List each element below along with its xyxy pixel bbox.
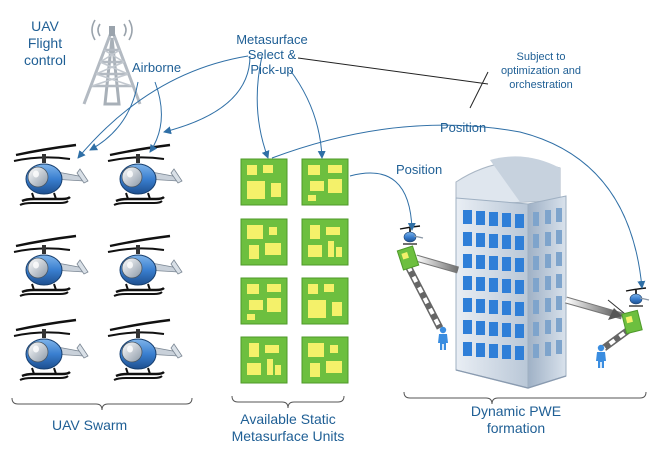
metasurface-tile-icon [240,218,288,266]
label-line: Metasurface Units [231,428,345,444]
label-line: Pick-up [250,62,294,77]
metasurface-tile-icon [301,218,349,266]
label-line: Metasurface [236,32,308,47]
metasurface-tile-icon [240,277,288,325]
deployed-metasurfaces [396,245,643,335]
metasurface-tile-icon [301,277,349,325]
subject-to-label: Subject to optimization and orchestratio… [486,50,596,92]
label-line: orchestration [509,79,573,91]
label-line: control [23,52,67,68]
helicopter-icon [106,143,184,207]
metasurface-units [240,158,349,384]
metasurface-tile-icon [240,158,288,206]
position-label-top: Position [440,120,487,135]
note-pointer-lines [297,57,489,109]
building-icon [455,156,567,389]
helicopter-icon [106,318,184,382]
helicopter-icon [12,143,90,207]
metasurface-tile-icon [301,158,349,206]
helicopter-icon [625,287,650,307]
label-line: Dynamic PWE [470,403,562,419]
metasurface-tile-icon [240,336,288,384]
airborne-label: Airborne [132,60,182,75]
uav-flight-control-label: UAV Flight control [10,18,80,69]
connector-arrows [77,55,646,289]
metasurface-tile-icon [301,336,349,384]
label-line: UAV [31,18,59,34]
person-icon [438,326,448,350]
uav-swarm-label: UAV Swarm [52,417,128,433]
label-line: Subject to [516,51,566,63]
position-label-mid: Position [396,162,443,177]
uav-swarm [12,143,184,382]
label-line: Select & [247,47,297,62]
dynamic-pwe-label: Dynamic PWE formation [456,403,576,437]
label-line: formation [486,420,546,436]
label-line: Available Static [240,411,336,427]
helicopter-icon [106,234,184,298]
helicopter-icon [12,318,90,382]
group-braces [11,391,647,411]
radio-tower-icon [82,19,142,106]
helicopter-icon [12,234,90,298]
label-line: Flight [27,35,63,51]
available-static-label: Available Static Metasurface Units [224,411,352,445]
label-line: optimization and [500,65,582,77]
metasurface-select-label: Metasurface Select & Pick-up [224,32,320,77]
